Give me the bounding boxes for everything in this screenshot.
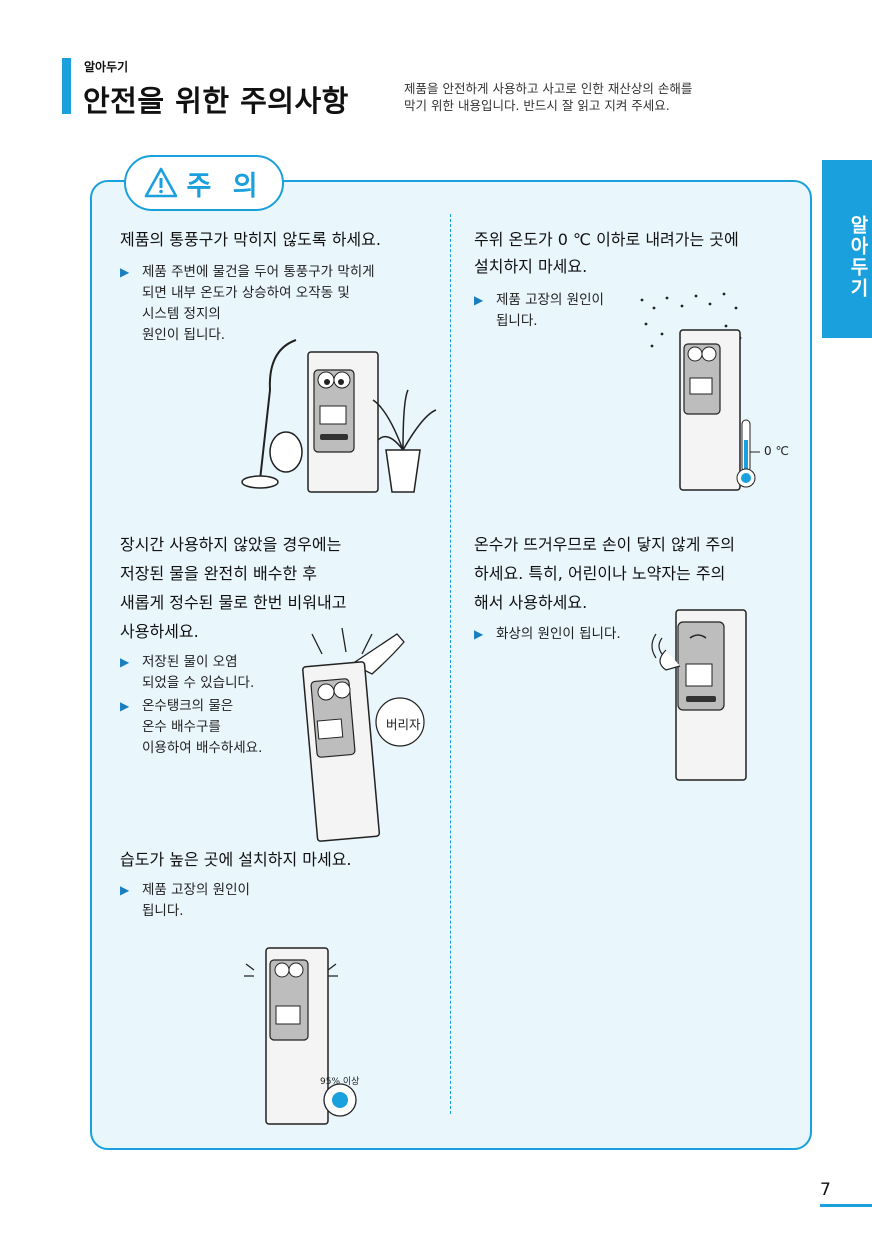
humidity-title: 습도가 높은 곳에 설치하지 마세요. <box>120 850 352 869</box>
column-divider <box>450 214 451 1114</box>
temperature-bullet: 제품 고장의 원인이 됩니다. <box>474 290 644 332</box>
thermometer-icon <box>736 419 760 488</box>
temperature-illustration <box>632 290 802 500</box>
speech-bubble-label: 버리자 <box>386 717 421 732</box>
drain-bullet-2: 온수탱크의 물은 온수 배수구를 이용하여 배수하세요. <box>120 696 290 759</box>
plant-icon <box>372 389 437 451</box>
caution-badge: 주 의 <box>124 155 284 211</box>
thermometer-label: 0 ℃ <box>764 444 789 458</box>
vent-illustration <box>238 330 438 500</box>
hot-water-title: 온수가 뜨거우므로 손이 닿지 않게 주의 하세요. 특히, 어린이나 노약자는… <box>474 535 735 612</box>
vent-title: 제품의 통풍구가 막히지 않도록 하세요. <box>120 230 381 249</box>
page-title: 안전을 위한 주의사항 <box>83 84 349 118</box>
warning-icon <box>145 167 178 198</box>
drain-title: 장시간 사용하지 않았을 경우에는 저장된 물을 완전히 배수한 후 새롭게 정… <box>120 535 347 641</box>
vent-bullet: 제품 주변에 물건을 두어 통풍구가 막히게 되면 내부 온도가 상승하여 오작… <box>120 262 440 346</box>
page-number-underline <box>820 1204 872 1207</box>
hot-water-illustration <box>646 606 756 786</box>
drain-bullet-1: 저장된 물이 오염 되었을 수 있습니다. <box>120 652 290 694</box>
page-number: 7 <box>820 1180 831 1200</box>
temperature-title: 주위 온도가 0 ℃ 이하로 내려가는 곳에 설치하지 마세요. <box>474 230 739 276</box>
drain-illustration <box>282 624 432 844</box>
humidity-gauge-icon <box>323 1083 357 1117</box>
humidity-illustration <box>240 940 370 1130</box>
header-accent-bar <box>62 58 71 114</box>
humidity-gauge-label: 95% 이상 <box>320 1077 360 1087</box>
hot-water-bullet: 화상의 원인이 됩니다. <box>474 624 654 645</box>
humidity-bullet: 제품 고장의 원인이 됩니다. <box>120 880 290 922</box>
side-tab-label[interactable]: 알아두기 <box>822 160 872 338</box>
page-description: 제품을 안전하게 사용하고 사고로 인한 재산상의 손해를 막기 위한 내용입니… <box>404 81 693 113</box>
vacuum-cleaner-icon <box>259 339 297 481</box>
caution-label: 주 의 <box>186 170 264 202</box>
section-label: 알아두기 <box>84 60 129 74</box>
